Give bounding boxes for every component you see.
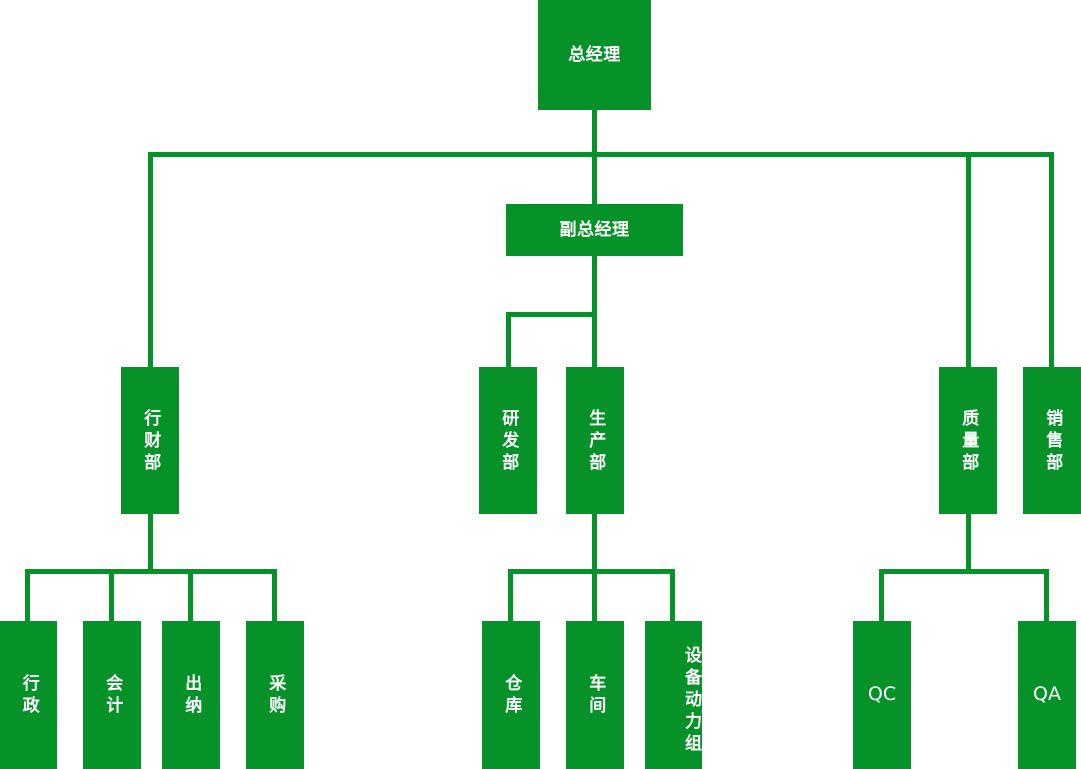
connector-bus-to-sales: [1049, 152, 1054, 367]
connector-deputy-branch-bus: [506, 312, 597, 317]
connector-bus-to-admin-finance: [148, 152, 153, 367]
connector-admin-finance-stem: [148, 514, 153, 572]
node-quality-dept-label: 质量部: [958, 408, 979, 475]
node-administration-label: 行政: [18, 674, 39, 718]
node-workshop[interactable]: 车间: [566, 621, 624, 769]
connector-level2-bus: [148, 152, 1054, 157]
node-equipment-power-group-label: 设备动力组: [681, 646, 701, 756]
node-sales-dept-label: 销售部: [1042, 408, 1063, 475]
node-production-dept[interactable]: 生产部: [566, 367, 624, 514]
node-qa[interactable]: QA: [1018, 621, 1076, 769]
node-qc[interactable]: QC: [853, 621, 911, 769]
node-admin-finance-dept[interactable]: 行财部: [121, 367, 179, 514]
connector-bus-to-accounting: [109, 569, 114, 622]
node-qc-label: QC: [867, 683, 897, 706]
node-warehouse-label: 仓库: [501, 674, 522, 718]
connector-bus-to-warehouse: [508, 569, 513, 622]
connector-admin-finance-bus: [25, 569, 277, 574]
connector-quality-bus: [879, 569, 1049, 574]
node-cashier-label: 出纳: [181, 674, 202, 718]
node-accounting[interactable]: 会计: [83, 621, 141, 769]
node-workshop-label: 车间: [585, 674, 606, 718]
connector-production-stem: [592, 514, 597, 572]
connector-bus-to-administration: [25, 569, 30, 622]
connector-bus-to-workshop: [592, 569, 597, 622]
node-cashier[interactable]: 出纳: [162, 621, 220, 769]
node-general-manager[interactable]: 总经理: [538, 0, 651, 110]
node-quality-dept[interactable]: 质量部: [939, 367, 997, 514]
node-general-manager-label: 总经理: [568, 44, 621, 65]
connector-production-bus: [508, 569, 675, 574]
node-accounting-label: 会计: [102, 674, 123, 718]
node-production-dept-label: 生产部: [585, 408, 606, 475]
connector-branch-to-rd: [506, 312, 511, 367]
connector-bus-to-qa: [1044, 569, 1049, 622]
node-rd-dept-label: 研发部: [498, 408, 519, 475]
connector-bus-to-deputy: [592, 152, 597, 204]
node-purchasing[interactable]: 采购: [246, 621, 304, 769]
node-deputy-general-manager[interactable]: 副总经理: [506, 204, 683, 256]
connector-bus-to-cashier: [188, 569, 193, 622]
node-deputy-general-manager-label: 副总经理: [559, 219, 630, 240]
node-qa-label: QA: [1033, 683, 1061, 706]
node-rd-dept[interactable]: 研发部: [479, 367, 537, 514]
connector-bus-to-quality: [966, 152, 971, 367]
node-sales-dept[interactable]: 销售部: [1023, 367, 1081, 514]
node-administration[interactable]: 行政: [0, 621, 57, 769]
node-admin-finance-dept-label: 行财部: [140, 408, 161, 475]
connector-quality-stem: [966, 514, 971, 572]
node-purchasing-label: 采购: [265, 674, 286, 718]
node-equipment-power-group[interactable]: 设备动力组: [645, 621, 702, 769]
connector-bus-to-equipment-power: [670, 569, 675, 622]
connector-deputy-stem: [592, 256, 597, 367]
node-warehouse[interactable]: 仓库: [482, 621, 540, 769]
connector-bus-to-qc: [879, 569, 884, 622]
connector-gm-stem: [592, 110, 597, 156]
connector-bus-to-purchasing: [272, 569, 277, 622]
